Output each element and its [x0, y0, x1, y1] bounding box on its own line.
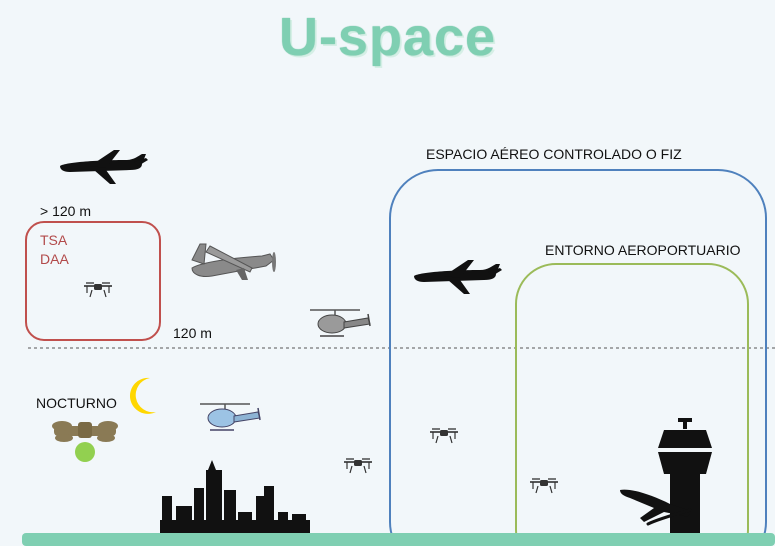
tsa-label: TSA — [40, 232, 68, 248]
above-120m-label: > 120 m — [40, 203, 91, 219]
controlled-airspace-label: ESPACIO AÉREO CONTROLADO O FIZ — [426, 146, 682, 162]
page-title: U-space — [278, 7, 497, 67]
airliner-icon — [414, 260, 502, 294]
control-tower-icon — [658, 418, 712, 546]
drone-icon — [343, 458, 373, 474]
drone-icon — [83, 282, 113, 298]
drone-icon — [529, 478, 559, 494]
nocturno-label: NOCTURNO — [36, 395, 117, 411]
airport-surroundings-label: ENTORNO AEROPORTUARIO — [545, 242, 741, 258]
airport-surroundings-zone — [515, 263, 749, 546]
tsa-daa-zone — [25, 221, 161, 341]
daa-label: DAA — [40, 251, 69, 267]
drone-icon — [429, 428, 459, 444]
landing-plane-icon — [620, 489, 692, 526]
helicopter-icon — [200, 403, 261, 431]
moon-icon — [129, 377, 156, 414]
altitude-120m-label: 120 m — [173, 325, 212, 341]
ground-bar — [22, 533, 775, 546]
night-drone-icon — [52, 421, 118, 462]
light-aircraft-icon — [191, 243, 276, 280]
controlled-airspace-zone — [389, 169, 767, 546]
helicopter-icon — [310, 309, 371, 337]
night-light-icon — [75, 442, 95, 462]
airliner-icon — [60, 150, 148, 184]
